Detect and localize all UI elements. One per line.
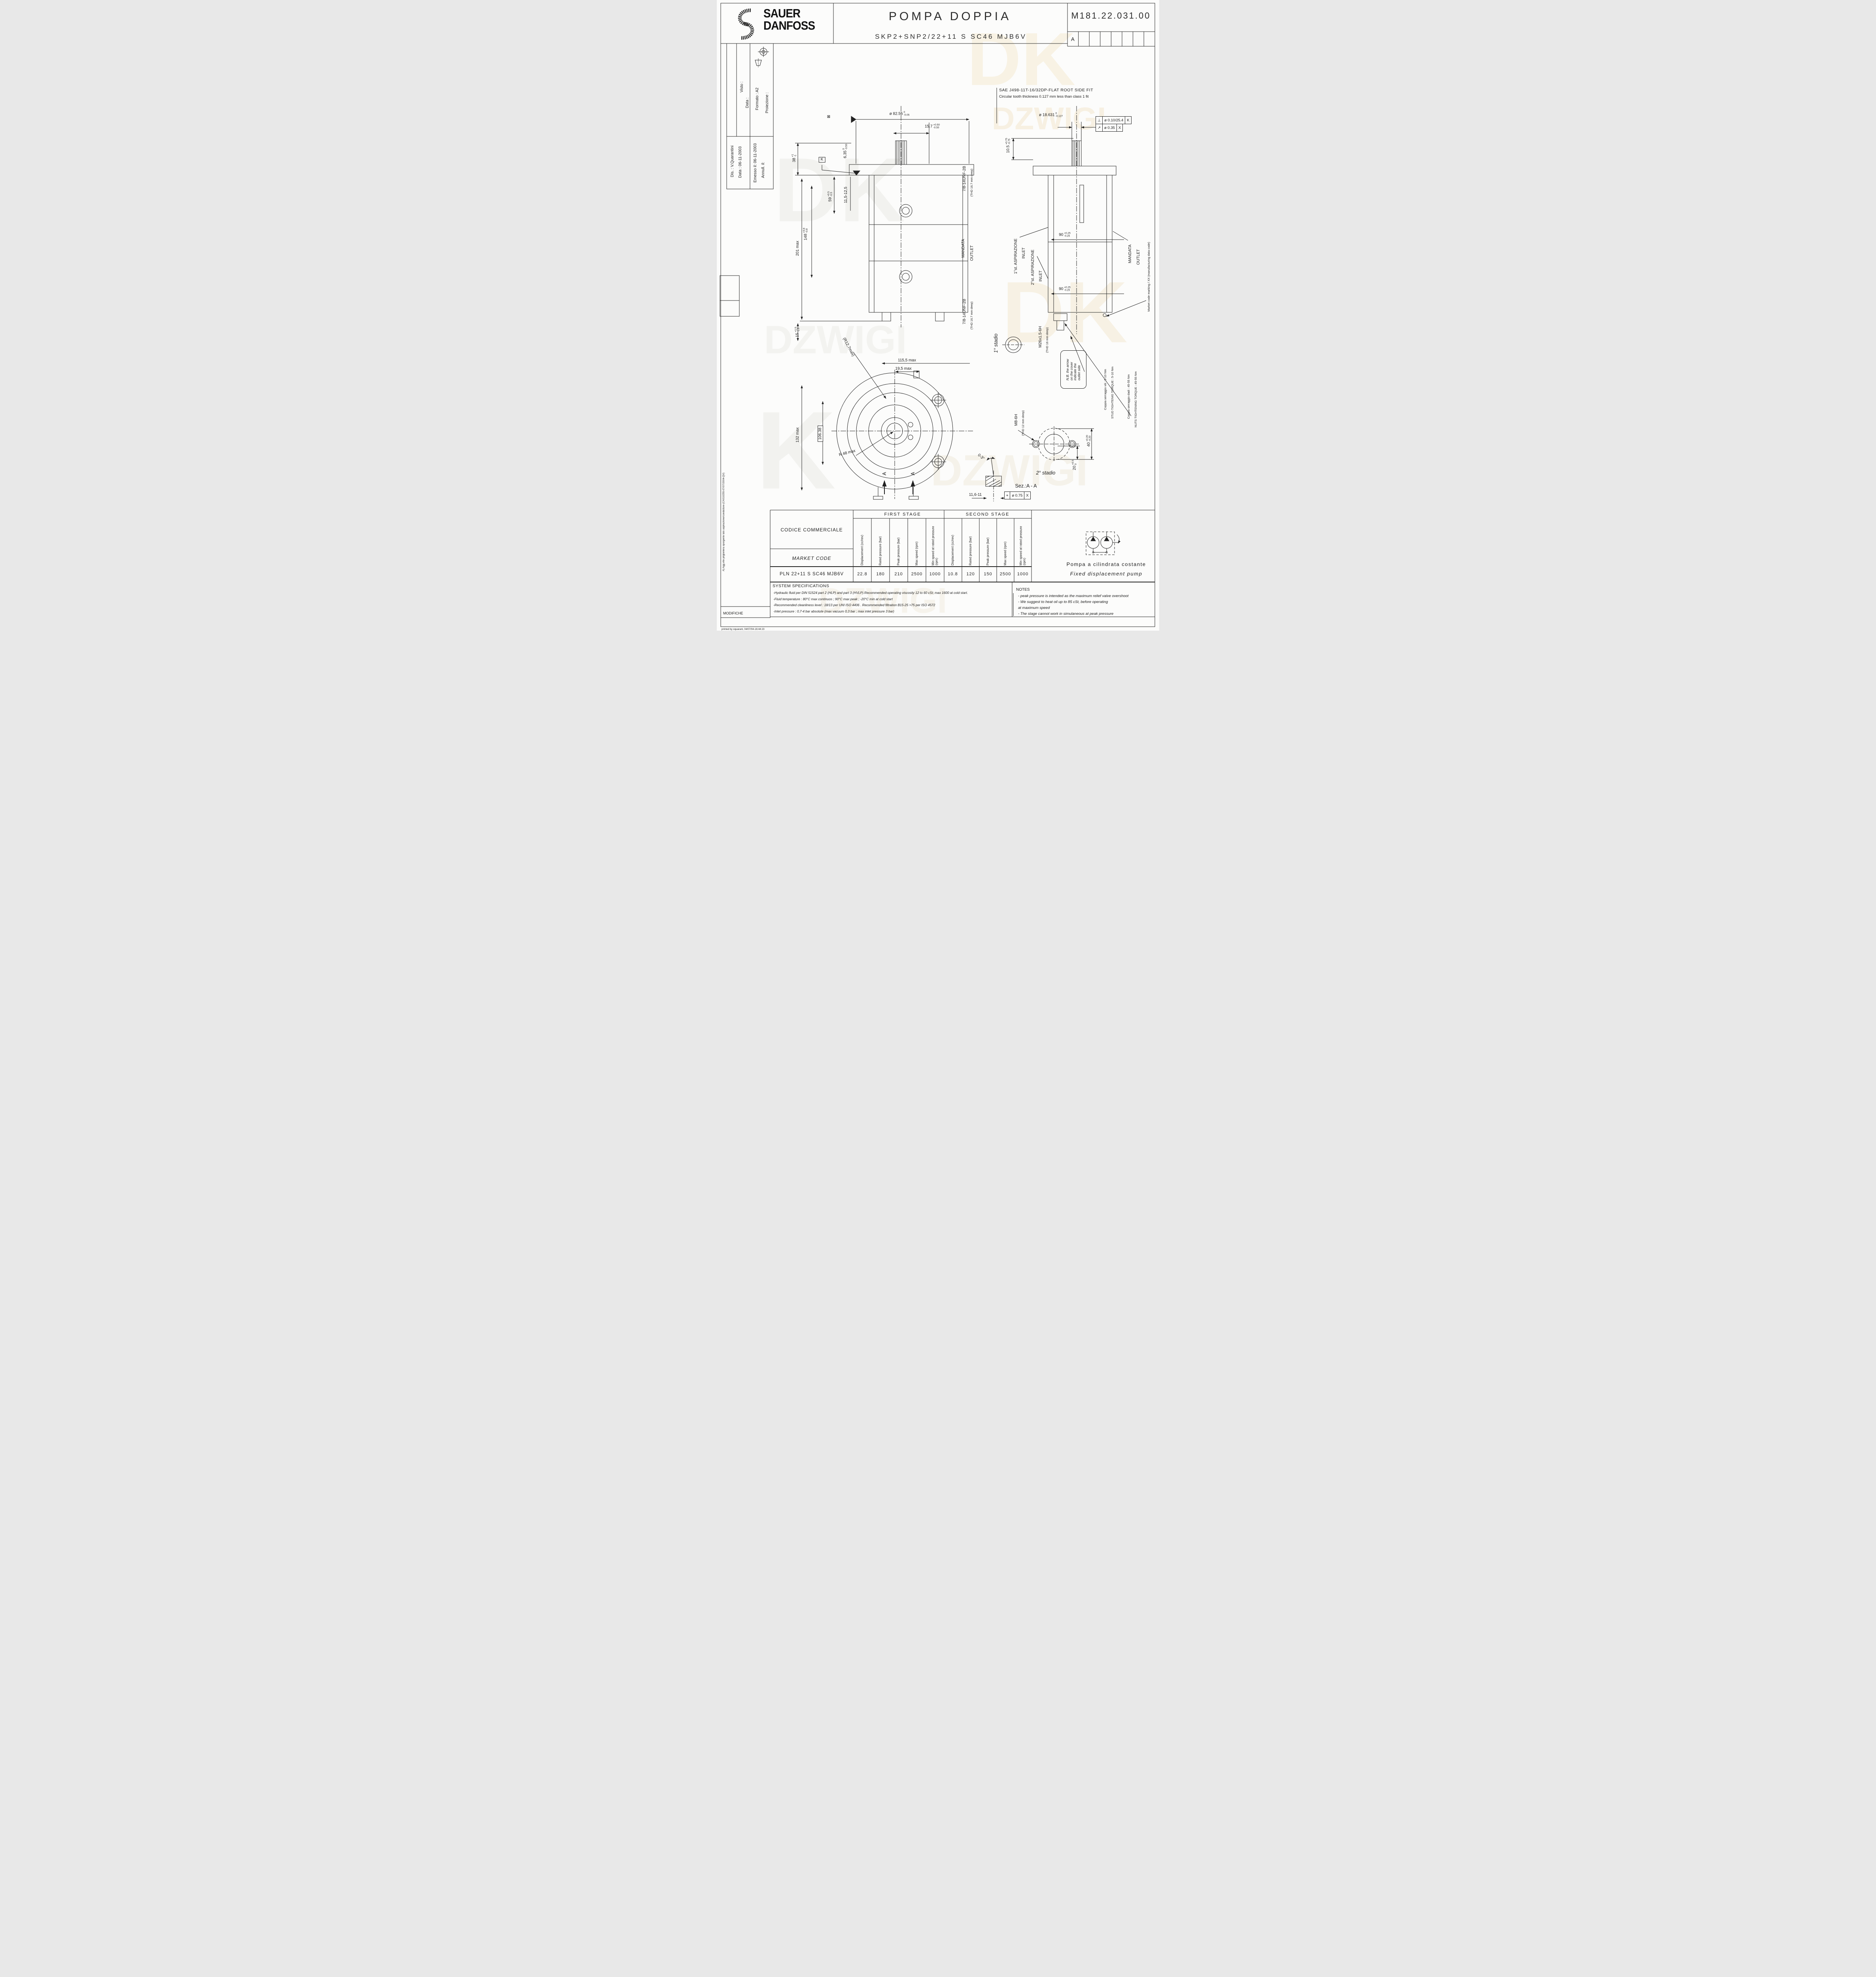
titleblock-emesso: Emesso il: 06-11-2003 xyxy=(753,143,758,183)
logo-line1: SAUER xyxy=(763,6,801,20)
column-header: Min speed at rated pressure (rpm) xyxy=(1019,526,1026,565)
note-line: - We suggest to heat oil up to 85 cSt, b… xyxy=(1018,600,1108,604)
sae-note-line1: SAE J498-11T-16/32DP-FLAT ROOT SIDE FIT xyxy=(999,88,1094,93)
edge-revision-note: A) Agg.vite prigioniera sporgente lato a… xyxy=(722,473,725,571)
table-value: 2500 xyxy=(999,572,1011,576)
logo-wordmark: SAUER DANFOSS xyxy=(763,7,815,32)
table-value: 2500 xyxy=(911,572,923,576)
titleblock-formato: Formato : A2 xyxy=(755,87,759,110)
part-number: M181.22.031.00 xyxy=(1071,11,1151,21)
notes-lines: - peak pressure is intended as the maxim… xyxy=(1018,593,1128,617)
table-market-label: MARKET CODE xyxy=(792,556,831,561)
printed-note: printed by xquarant, 04/07/04-16:44:23 xyxy=(722,628,765,631)
table-value: 210 xyxy=(894,572,903,576)
titleblock-data-label: Data : xyxy=(745,97,750,108)
specs-lines: -Hydraulic fluid per DIN 51524 part 2 (H… xyxy=(773,590,968,614)
column-header: Displacement (cc/rev) xyxy=(860,535,864,565)
spec-line: -Inlet pressure : 0,7-4 bar absolute (ma… xyxy=(773,609,894,613)
spec-line: -Recommended cleanliness level : 18/13 p… xyxy=(773,603,935,607)
column-header: Max speed (rpm) xyxy=(914,541,918,565)
runout-icon: ↗ xyxy=(1096,124,1103,132)
table-first-stage-header: FIRST STAGE xyxy=(884,512,921,517)
column-header: Rated pressure (bar) xyxy=(878,536,882,565)
titleblock-annull: Annull. il: xyxy=(761,162,765,178)
table-value: 22.8 xyxy=(857,572,867,576)
drawing-line-art xyxy=(720,3,1155,627)
spec-line: -Fluid temperature : 80°C max continuos … xyxy=(773,597,893,601)
column-header: Displacement (cc/rev) xyxy=(950,535,954,565)
note-line: at maximum speed xyxy=(1018,606,1050,610)
specs-title: SYSTEM SPECIFICATIONS xyxy=(773,584,829,588)
table-value: 120 xyxy=(966,572,975,576)
table-value: 1000 xyxy=(929,572,941,576)
titleblock-proiezione: Proiezione : xyxy=(765,92,769,113)
column-header: Peak pressure (bar) xyxy=(986,537,990,565)
column-header: Rated pressure (bar) xyxy=(968,536,972,565)
table-codice-label: CODICE COMMERCIALE xyxy=(780,527,843,533)
pump-caption-it: Pompa a cilindrata costante xyxy=(1066,561,1146,567)
logo-line2: DANFOSS xyxy=(763,19,815,32)
modifiche-label: MODIFICHE xyxy=(723,611,743,615)
drawing-subtitle: SKP2+SNP2/22+11 S SC46 MJB6V xyxy=(875,33,1027,40)
note-line: - The stage cannot work in simulaneous a… xyxy=(1018,612,1114,616)
position-icon: ⌖ xyxy=(1004,491,1011,499)
sae-note-line2: Circular tooth thickness 0.127 mm less t… xyxy=(999,95,1089,99)
pump-caption-en: Fixed displacement pump xyxy=(1070,571,1143,577)
titleblock-data-value: Data : 06-11-2003 xyxy=(738,146,742,178)
drawing-title: POMPA DOPPIA xyxy=(888,10,1012,23)
notes-title: NOTES xyxy=(1016,588,1030,592)
revision-cell: A xyxy=(1071,36,1075,42)
titleblock-visto: Visto : xyxy=(740,81,744,93)
spec-line: -Hydraulic fluid per DIN 51524 part 2 (H… xyxy=(773,591,968,595)
table-row-code: PLN 22+11 S SC46 MJB6V xyxy=(779,572,844,576)
column-header: Peak pressure (bar) xyxy=(896,537,900,565)
table-value: 180 xyxy=(876,572,885,576)
note-line: - peak pressure is intended as the maxim… xyxy=(1018,594,1129,598)
table-value: 150 xyxy=(984,572,992,576)
table-value: 1000 xyxy=(1017,572,1029,576)
table-value: 10.8 xyxy=(948,572,958,576)
perpendicularity-icon: ⊥ xyxy=(1096,116,1103,124)
column-header: Min speed at rated pressure (rpm) xyxy=(931,526,939,565)
column-header: Max speed (rpm) xyxy=(1003,541,1007,565)
titleblock-dis: Dis. : V.Quarantini xyxy=(730,145,735,178)
table-second-stage-header: SECOND STAGE xyxy=(965,512,1010,517)
sauer-danfoss-logo-mark xyxy=(738,8,754,40)
